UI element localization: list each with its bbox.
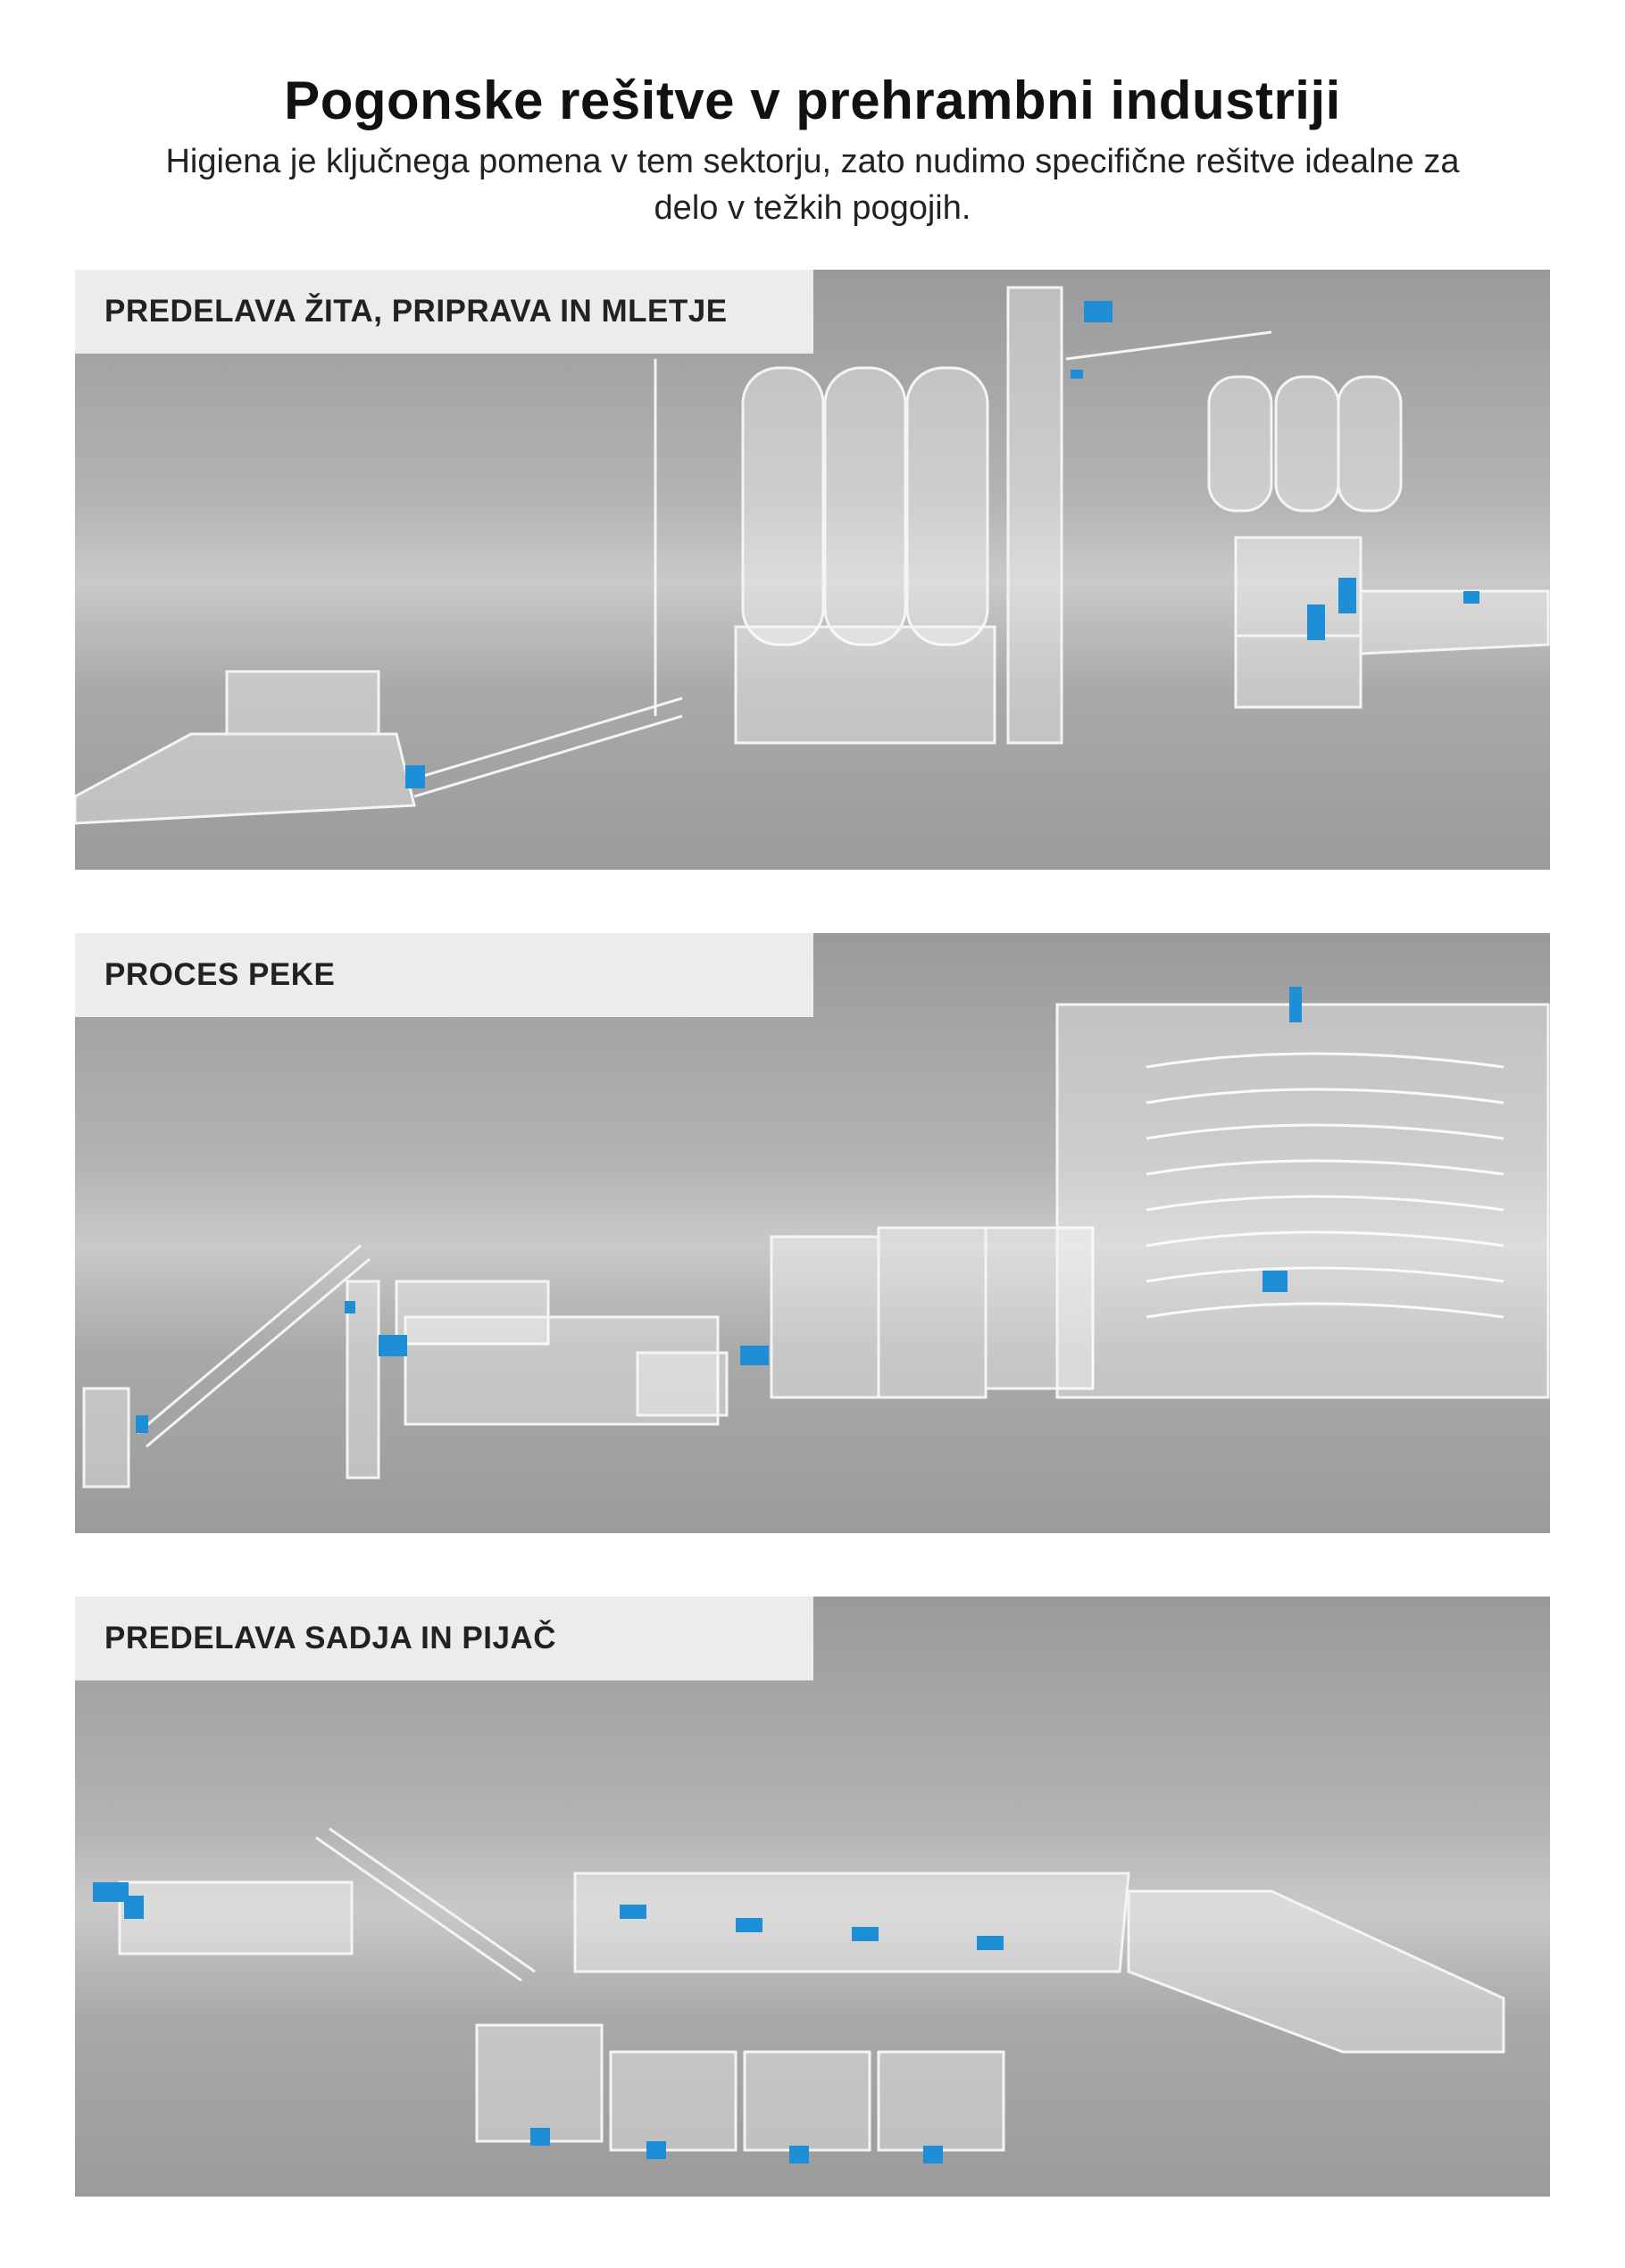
- page-title: Pogonske rešitve v prehrambni industriji: [284, 71, 1341, 131]
- section-label: PROCES PEKE: [75, 933, 813, 1017]
- baking-process-illustration: [82, 987, 1550, 1488]
- section-baking-process: PROCES PEKE: [75, 933, 1550, 1533]
- gear-motor-icons: [136, 987, 1302, 1433]
- grain-processing-illustration: [75, 286, 1550, 825]
- fruit-beverage-illustration: [93, 1827, 1505, 2164]
- section-label: PREDELAVA ŽITA, PRIPRAVA IN MLETJE: [75, 270, 813, 354]
- section-grain-processing: PREDELAVA ŽITA, PRIPRAVA IN MLETJE: [75, 270, 1550, 870]
- gear-motor-icons: [93, 1882, 1004, 2164]
- section-fruit-beverage-processing: PREDELAVA SADJA IN PIJAČ: [75, 1597, 1550, 2197]
- section-label: PREDELAVA SADJA IN PIJAČ: [75, 1597, 813, 1680]
- page-subtitle: Higiena je ključnega pomena v tem sektor…: [165, 143, 1460, 227]
- gear-motor-icons: [405, 301, 1479, 788]
